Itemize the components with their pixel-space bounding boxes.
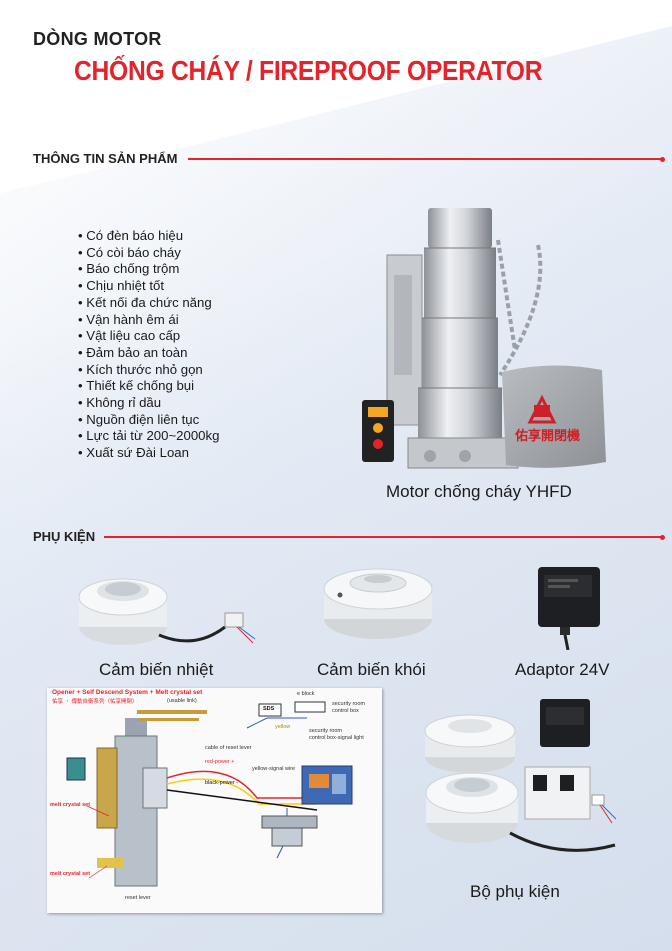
adaptor-image [530, 565, 605, 651]
diagram-label: yellow [275, 724, 291, 730]
diagram-label: yellow-signal wire [252, 766, 296, 772]
installation-diagram: Opener + Self Descend System + Melt crys… [47, 688, 382, 913]
diagram-brand-line: 佑享 ・ 傳動自衛系列（佑享開閉） [52, 699, 138, 705]
feature-item: Vận hành êm ái [78, 312, 219, 329]
diagram-label: control box [332, 708, 359, 714]
feature-item: Đảm bảo an toàn [78, 345, 219, 362]
diagram-label: melt crystal set [50, 802, 91, 808]
feature-item: Thiết kế chống bụi [78, 378, 219, 395]
feature-item: Không rỉ dầu [78, 395, 219, 412]
feature-item: Có đèn báo hiệu [78, 228, 219, 245]
feature-list: Có đèn báo hiệu Có còi báo cháy Báo chốn… [78, 228, 219, 462]
diagram-title: Opener + Self Descend System + Melt crys… [52, 689, 203, 696]
bag-brand-text: 佑享開閉機 [514, 428, 580, 444]
feature-item: Vật liệu cao cấp [78, 328, 219, 345]
diagram-label: cable of reset lever [205, 745, 252, 751]
diagram-label: reset lever [125, 895, 151, 901]
section-divider-dot [660, 156, 665, 162]
motor-product-image: 佑享開閉機 [350, 200, 612, 480]
heat-sensor-caption: Cảm biến nhiệt [99, 660, 214, 679]
smoke-sensor-image [320, 555, 438, 645]
section-divider-dot [660, 534, 665, 540]
diagram-label: melt crystal set [50, 871, 91, 877]
feature-item: Kích thước nhỏ gọn [78, 362, 219, 379]
feature-item: Có còi báo cháy [78, 245, 219, 262]
section-label-accessories: PHỤ KIỆN [33, 529, 96, 544]
feature-item: Lực tải từ 200~2000kg [78, 428, 219, 445]
feature-item: Xuất sứ Đài Loan [78, 445, 219, 462]
diagram-label: red-power + [205, 759, 235, 765]
accessory-kit-image [420, 695, 620, 870]
feature-item: Báo chống trộm [78, 261, 219, 278]
diagram-label: security room [332, 701, 366, 707]
heat-sensor-image [75, 565, 260, 655]
diagram-label: e block [297, 691, 315, 697]
page-subtitle: DÒNG MOTOR [33, 29, 162, 49]
diagram-label: SDS [263, 706, 275, 712]
section-divider-accessories [104, 536, 662, 538]
motor-caption: Motor chống cháy YHFD [386, 482, 572, 501]
feature-item: Chịu nhiệt tốt [78, 278, 219, 295]
diagram-label: (usable link) [167, 698, 197, 704]
feature-item: Kết nối đa chức năng [78, 295, 219, 312]
section-label-product-info: THÔNG TIN SẢN PHẨM [33, 151, 178, 166]
page-title: CHỐNG CHÁY / FIREPROOF OPERATOR [74, 55, 543, 86]
smoke-sensor-caption: Cảm biến khói [317, 660, 426, 679]
accessory-kit-caption: Bộ phụ kiện [470, 882, 560, 901]
section-divider-product-info [188, 158, 662, 160]
diagram-label: control box-signal light [309, 735, 364, 741]
feature-item: Nguồn điện liên tục [78, 412, 219, 429]
adaptor-caption: Adaptor 24V [515, 660, 610, 679]
diagram-label: security room [309, 728, 343, 734]
diagram-label: black-power - [205, 780, 239, 786]
